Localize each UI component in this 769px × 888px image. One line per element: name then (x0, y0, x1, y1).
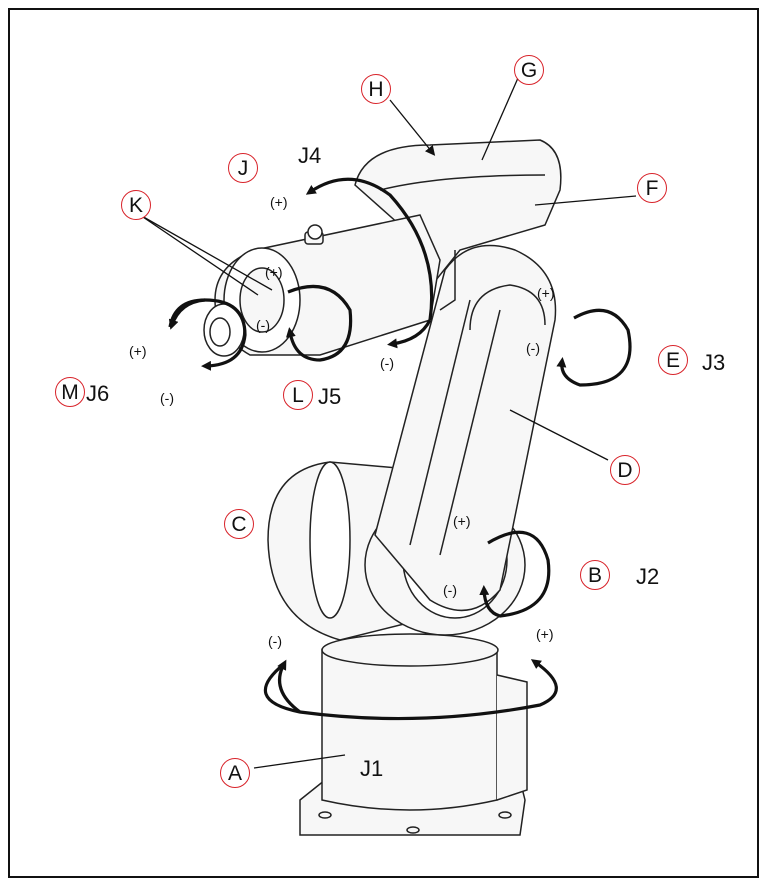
sign-j3-plus: (+) (537, 285, 555, 301)
leader-lines (139, 77, 637, 769)
callout-f: F (637, 173, 667, 203)
callout-b: B (580, 560, 610, 590)
joint-label-j2: J2 (636, 564, 660, 589)
joint-label-j6: J6 (86, 381, 110, 406)
callout-l: L (283, 380, 313, 410)
callout-e: E (658, 345, 688, 375)
callout-k: K (121, 190, 151, 220)
joint-label-j3: J3 (702, 350, 726, 375)
sign-j4-plus: (+) (270, 194, 288, 210)
callout-m: M (55, 377, 85, 407)
callout-a: A (220, 758, 250, 788)
sign-j6-plus: (+) (129, 343, 147, 359)
sign-j5-minus: (-) (256, 317, 270, 333)
sign-j2-plus: (+) (453, 513, 471, 529)
sign-j3-minus: (-) (526, 340, 540, 356)
callout-h: H (361, 74, 391, 104)
sign-j1-minus: (-) (268, 633, 282, 649)
rotation-arrows (168, 177, 632, 721)
sign-j1-plus: (+) (536, 626, 554, 642)
lower-arm (374, 244, 557, 612)
sign-j5-plus: (+) (265, 264, 283, 280)
sign-j4-minus: (-) (380, 355, 394, 371)
callout-j: J (228, 153, 258, 183)
callout-g: G (514, 55, 544, 85)
wrist-housing (214, 214, 441, 356)
joint-label-j5: J5 (318, 384, 342, 409)
sign-j6-minus: (-) (160, 390, 174, 406)
joint-label-j4: J4 (298, 143, 322, 168)
base-column (321, 633, 528, 811)
tool-flange (203, 303, 245, 357)
sign-j2-minus: (-) (443, 582, 457, 598)
joint-label-j1: J1 (360, 756, 384, 781)
upper-arm (354, 139, 562, 311)
callout-c: C (224, 509, 254, 539)
callout-d: D (610, 455, 640, 485)
